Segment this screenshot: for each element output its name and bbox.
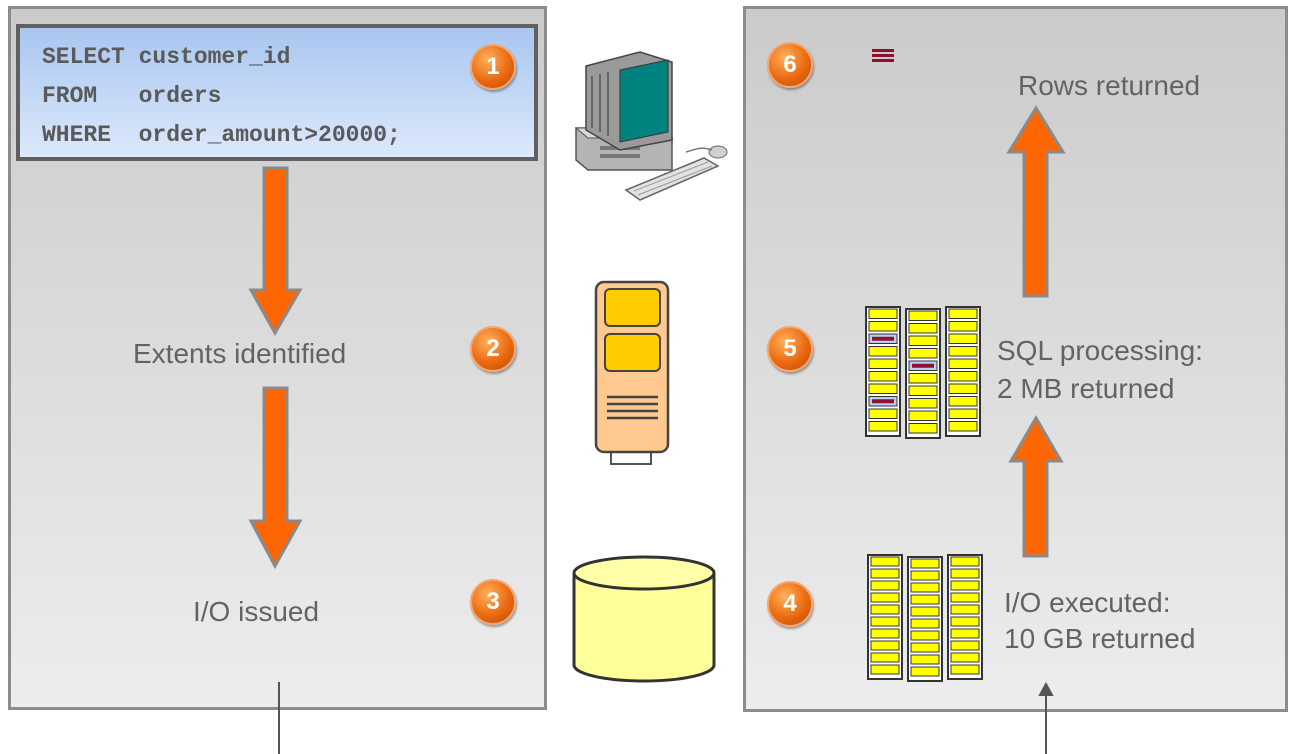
- storage-cell: [950, 628, 980, 639]
- storage-cell: [868, 321, 898, 332]
- storage-cell: [910, 594, 940, 605]
- storage-cell: [910, 570, 940, 581]
- storage-cell: [870, 556, 900, 567]
- storage-cell: [948, 408, 978, 419]
- storage-cell: [908, 323, 938, 334]
- storage-cell: [910, 582, 940, 593]
- storage-cell: [908, 385, 938, 396]
- storage-cell: [868, 346, 898, 357]
- storage-cell: [950, 652, 980, 663]
- storage-cell: [908, 410, 938, 421]
- storage-cell: [870, 604, 900, 615]
- right-panel: [743, 6, 1288, 712]
- storage-cell: [950, 616, 980, 627]
- extents-identified-label: Extents identified: [133, 338, 347, 369]
- storage-cell: [948, 321, 978, 332]
- storage-cell: [868, 383, 898, 394]
- storage-cell: [870, 628, 900, 639]
- storage-cell: [908, 310, 938, 321]
- storage-cell: [870, 616, 900, 627]
- sql-line-where: WHERE order_amount>20000;: [42, 122, 401, 148]
- storage-cell: [910, 654, 940, 665]
- step-badge-4: 4: [767, 581, 813, 627]
- io-cell-column: [907, 556, 943, 682]
- storage-cell: [950, 664, 980, 675]
- arrow-down-extents-to-io: [248, 386, 303, 570]
- storage-cell: [908, 335, 938, 346]
- storage-cell: [870, 580, 900, 591]
- io-issued-label: I/O issued: [193, 596, 320, 627]
- storage-cell: [948, 383, 978, 394]
- storage-cell: [948, 371, 978, 382]
- storage-cell: [870, 592, 900, 603]
- storage-cell: [948, 421, 978, 432]
- storage-cell: [908, 398, 938, 409]
- connector-arrowhead-right: [1038, 681, 1054, 696]
- storage-cell: [910, 618, 940, 629]
- storage-cell: [910, 630, 940, 641]
- processed-cell-column: [945, 306, 981, 437]
- two-mb-returned-label: 2 MB returned: [997, 373, 1175, 404]
- storage-cell: [910, 606, 940, 617]
- step-badge-2: 2: [470, 326, 516, 372]
- rows-returned-label: Rows returned: [1018, 70, 1201, 101]
- storage-cell: [908, 373, 938, 384]
- storage-cell: [948, 333, 978, 344]
- sql-query-box: SELECT customer_id FROM orders WHERE ord…: [16, 24, 538, 161]
- processed-cell-column: [905, 308, 941, 439]
- storage-cell: [950, 604, 980, 615]
- storage-cell: [870, 664, 900, 675]
- selected-row-marker: [912, 363, 934, 368]
- storage-cell: [948, 358, 978, 369]
- storage-cell: [868, 308, 898, 319]
- storage-cell: [870, 640, 900, 651]
- storage-cell: [950, 556, 980, 567]
- selected-row-marker: [872, 399, 894, 404]
- step-badge-1: 1: [470, 44, 516, 90]
- storage-cell: [870, 652, 900, 663]
- sql-processing-label: SQL processing:: [997, 335, 1203, 366]
- arrow-down-query-to-extents: [248, 166, 303, 337]
- storage-cell: [868, 371, 898, 382]
- storage-cell: [908, 423, 938, 434]
- storage-cell: [950, 640, 980, 651]
- selected-row-marker: [872, 336, 894, 341]
- step-badge-5: 5: [767, 326, 813, 372]
- storage-cell: [868, 421, 898, 432]
- storage-cell: [908, 348, 938, 359]
- io-cell-column: [867, 554, 903, 680]
- storage-cell: [948, 346, 978, 357]
- step-badge-3: 3: [470, 579, 516, 625]
- storage-cell: [950, 568, 980, 579]
- storage-cell: [910, 558, 940, 569]
- io-cell-column: [947, 554, 983, 680]
- storage-cell: [868, 408, 898, 419]
- step-badge-6: 6: [767, 42, 813, 88]
- sql-line-from: FROM orders: [42, 83, 222, 109]
- ten-gb-returned-label: 10 GB returned: [1004, 623, 1196, 654]
- storage-cell: [950, 592, 980, 603]
- storage-cell: [910, 642, 940, 653]
- storage-cell: [950, 580, 980, 591]
- sql-line-select: SELECT customer_id: [42, 44, 291, 70]
- menu-icon: [872, 49, 894, 63]
- processed-cell-column: [865, 306, 901, 437]
- storage-cell: [948, 396, 978, 407]
- storage-cell: [868, 358, 898, 369]
- arrow-up-io-to-sql: [1008, 415, 1064, 558]
- io-executed-label: I/O executed:: [1004, 587, 1171, 618]
- storage-cell: [870, 568, 900, 579]
- storage-cell: [910, 666, 940, 677]
- arrow-up-sql-to-rows: [1006, 105, 1066, 298]
- storage-cell: [948, 308, 978, 319]
